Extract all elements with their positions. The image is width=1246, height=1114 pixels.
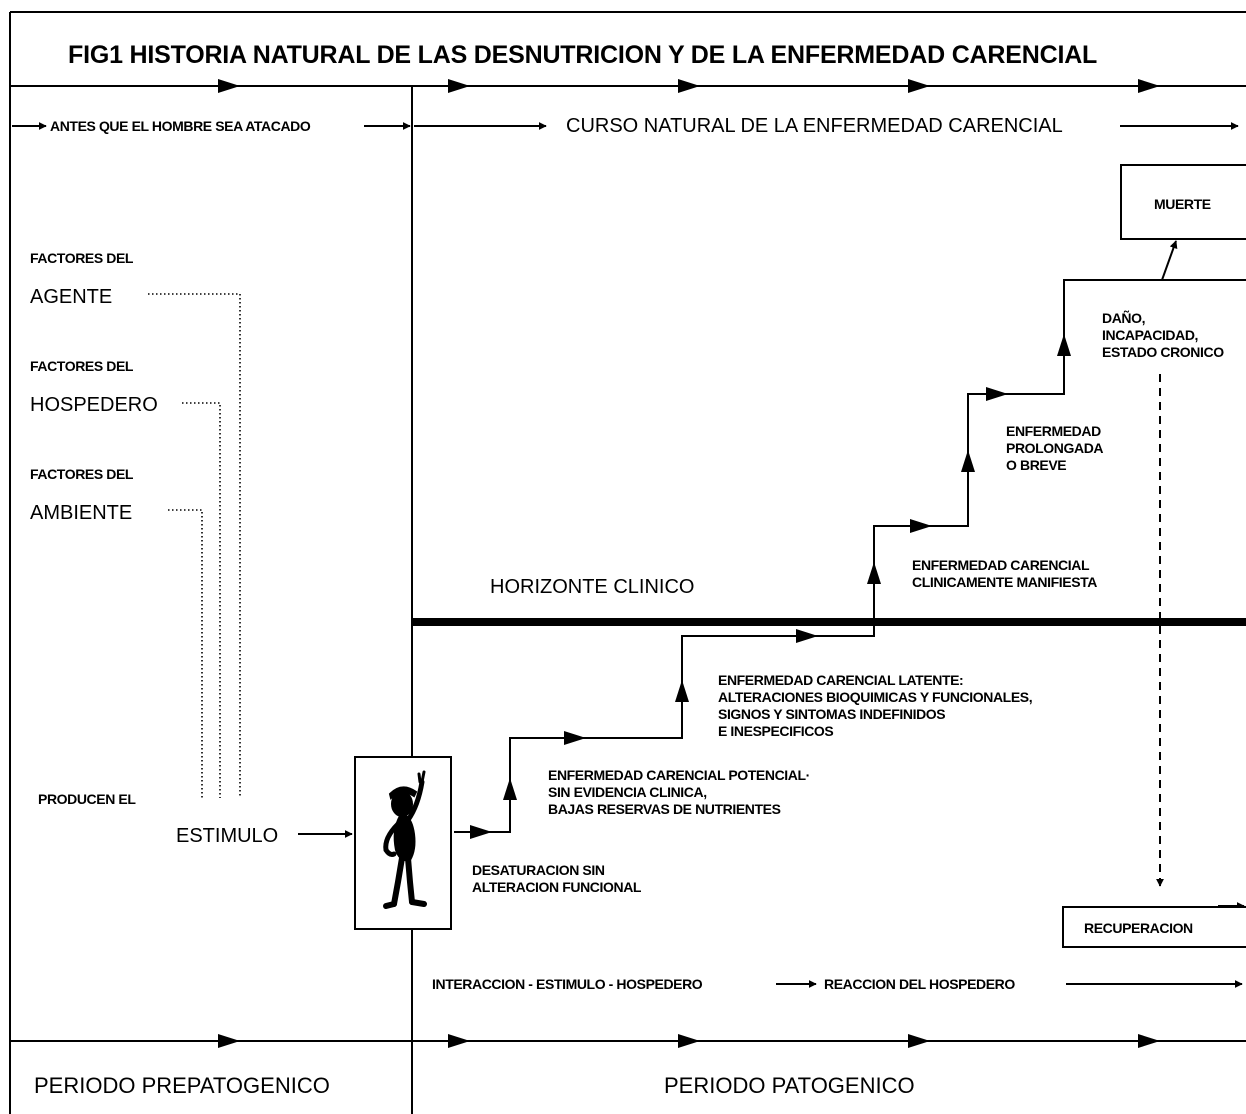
pathogenic-header: CURSO NATURAL DE LA ENFERMEDAD CARENCIAL [566,115,1063,137]
timeline-arrow [448,1034,470,1048]
stage-dano: DAÑO, INCAPACIDAD, ESTADO CRONICO [1102,310,1224,360]
death-box: MUERTE [1120,164,1246,240]
recovery-box: RECUPERACION [1062,906,1246,948]
step-arrow [910,519,932,533]
factor-environment: AMBIENTE [30,502,133,524]
stage-desaturacion: DESATURACION SIN ALTERACION FUNCIONAL [472,862,642,895]
step-arrow [1057,334,1071,356]
reaction-label: REACCION DEL HOSPEDERO [824,976,1015,992]
timeline-arrow [678,79,700,93]
pathogenic-period-label: PERIODO PATOGENICO [664,1073,915,1098]
step-arrow [564,731,586,745]
bottom-timeline [10,1034,1246,1048]
staircase [454,279,1246,833]
factor-label-host: FACTORES DEL [30,358,134,374]
step-arrow [503,778,517,800]
recovery-label: RECUPERACION [1084,920,1193,936]
timeline-arrow [218,1034,240,1048]
timeline-arrow [218,79,240,93]
stage-manifiesta: ENFERMEDAD CARENCIAL CLINICAMENTE MANIFI… [912,557,1097,590]
prepathogenic-period-label: PERIODO PREPATOGENICO [34,1073,330,1098]
step-arrow [675,680,689,702]
timeline-arrow [678,1034,700,1048]
timeline-arrow [908,1034,930,1048]
stage-latente: ENFERMEDAD CARENCIAL LATENTE: ALTERACION… [718,672,1033,739]
timeline-arrow [1138,79,1160,93]
death-arrow [1161,240,1178,281]
produce-label: PRODUCEN EL [38,791,136,807]
step-arrow [961,450,975,472]
host-figure-box [354,756,452,930]
timeline-arrow [908,79,930,93]
factor-host: HOSPEDERO [30,394,158,416]
stage-prolongada: ENFERMEDAD PROLONGADA O BREVE [1006,423,1104,473]
step-arrow [796,629,818,643]
factor-label-environment: FACTORES DEL [30,466,134,482]
stimulus-label: ESTIMULO [176,825,279,847]
stage-potencial: ENFERMEDAD CARENCIAL POTENCIAL· SIN EVID… [548,767,810,817]
interaction-label: INTERACCION - ESTIMULO - HOSPEDERO [432,976,703,992]
step-arrow [470,825,492,839]
step-arrow [986,387,1008,401]
prepathogenic-header: ANTES QUE EL HOMBRE SEA ATACADO [50,118,311,134]
death-label: MUERTE [1154,196,1211,212]
factor-connectors [148,293,241,798]
factor-agent: AGENTE [30,286,113,308]
diagram-title: FIG1 HISTORIA NATURAL DE LAS DESNUTRICIO… [68,41,1098,69]
step-arrow [867,562,881,584]
frame [9,11,1246,1114]
clinical-horizon-label: HORIZONTE CLINICO [490,576,695,598]
person-figure-icon [383,770,427,909]
top-timeline [10,79,1246,93]
factor-label-agent: FACTORES DEL [30,250,134,266]
timeline-arrow [448,79,470,93]
staircase-arrows [470,334,1071,839]
timeline-arrow [1138,1034,1160,1048]
